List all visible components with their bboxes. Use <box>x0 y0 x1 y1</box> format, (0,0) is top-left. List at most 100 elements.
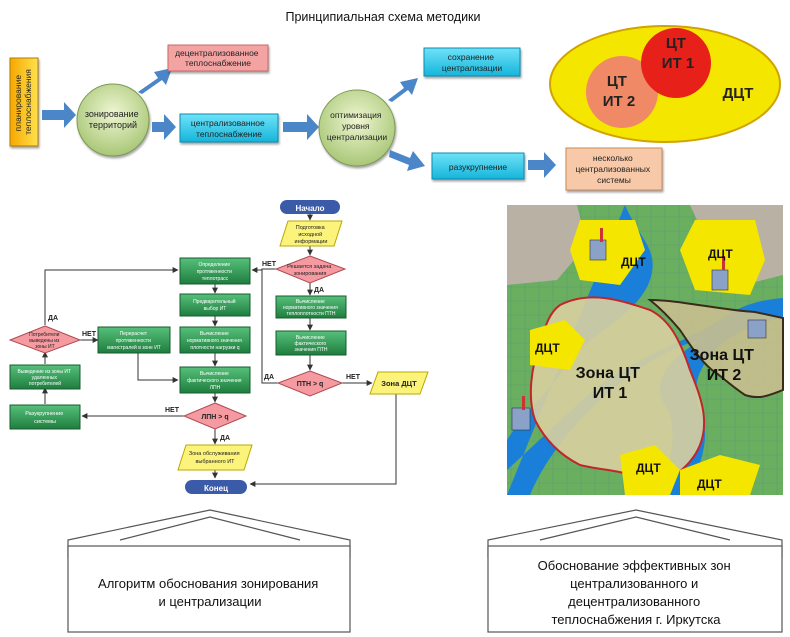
recalc-label-2: протяженности <box>116 338 151 344</box>
zoning-decision-label-2: зонирования <box>294 271 327 277</box>
zone-service-box <box>177 444 253 471</box>
preserve-label-2: централизации <box>442 63 502 73</box>
top-flow: планирование теплоснабжения зонирование … <box>9 44 663 191</box>
svg-text:Определение протяженност: Определение протяженности теплотрасс <box>197 262 234 282</box>
end-label: Конец <box>204 484 228 493</box>
calc-limit-label-3: теплоплотности ПТН <box>287 311 336 317</box>
plant-icon <box>711 256 729 291</box>
map-zone1-line2: ИТ 1 <box>593 385 628 402</box>
arrow-centralized-optimization <box>283 114 319 140</box>
svg-text:Вычисление фактического: Вычисление фактического значения ЛПН <box>187 371 243 391</box>
optimization-label-2: уровня <box>342 121 370 131</box>
arrow-zoning-centralized <box>152 114 176 140</box>
zoning-decision <box>274 255 347 284</box>
split-box: разукрупнение <box>431 152 525 180</box>
pre-select-label-1: Предварительный <box>193 298 236 305</box>
centralized-box: централизованное теплоснабжение <box>179 113 279 143</box>
calc-ptn-label-3: значения ПТН <box>294 347 327 353</box>
recalc-box <box>97 326 171 354</box>
callout-right-line1: Обоснование эффективных зон <box>538 558 731 573</box>
det-length-label-1: Определение <box>198 262 230 268</box>
svg-text:несколько централизова: несколько централизованных системы <box>575 153 652 185</box>
pre-select-box <box>179 293 251 317</box>
svg-text:Решается задача зонирова: Решается задача зонирования <box>287 264 333 277</box>
svg-text:Зона ЦТ ИТ 1: Зона ЦТ ИТ 1 <box>576 365 645 402</box>
svg-text:зонирование территорий: зонирование территорий <box>85 109 141 130</box>
ptn-decision <box>276 370 344 397</box>
arrow-optimization-preserve <box>388 78 418 102</box>
calc-limit-label-1: Вычисление <box>296 299 325 305</box>
zone-dct-label: Зона ДЦТ <box>381 379 417 388</box>
several-label-2: централизованных <box>575 164 650 174</box>
irkutsk-map: ДЦТ ДЦТ ДЦТ ДЦТ ДЦТ Зона ЦТ ИТ 1 Зона ЦТ… <box>507 205 784 495</box>
plant-icon <box>511 396 531 431</box>
planning-label-2: теплоснабжения <box>23 69 33 135</box>
recalc-label-1: Перерасчет <box>120 331 148 337</box>
venn-ct1-line1: ЦТ <box>666 35 686 52</box>
zoning-no-label: НЕТ <box>262 261 277 268</box>
svg-text:оптимизация уровня: оптимизация уровня централизации <box>327 110 387 142</box>
callout-left-line1: Алгоритм обоснования зонирования <box>98 576 318 591</box>
remote-label-2: выведены из <box>29 338 60 344</box>
calc-ptn-label-1: Вычисление <box>296 335 325 341</box>
input-label-3: информации <box>295 239 328 245</box>
venn-ct2-line1: ЦТ <box>607 73 627 90</box>
start-terminator <box>280 200 340 214</box>
svg-text:Разукрупнение системы: Разукрупнение системы <box>25 411 65 425</box>
decentralized-label-2: теплоснабжение <box>185 58 251 68</box>
svg-text:Вычисление фактического: Вычисление фактического значения ПТН <box>294 335 327 353</box>
end-terminator <box>185 480 247 494</box>
svg-text:централизованное тепло: централизованное теплоснабжение <box>191 118 267 139</box>
exclude-label-2: удаленных <box>32 375 58 381</box>
calc-norm-q-box <box>179 326 251 354</box>
svg-text:Потребители выведены из: Потребители выведены из зоны ИТ <box>29 332 61 350</box>
zoning-label-2: территорий <box>89 120 137 130</box>
recalc-label-3: магистралей в зоне ИТ <box>107 344 161 351</box>
calc-lpn-label-2: фактического значения <box>187 378 242 384</box>
arrow-zoning-decentralized <box>138 68 172 94</box>
split-label: разукрупнение <box>449 162 507 172</box>
svg-text:Предварительный выбор ИТ: Предварительный выбор ИТ <box>193 298 237 312</box>
remote-label-3: зоны ИТ <box>35 344 54 350</box>
svg-text:Подготовка исходной: Подготовка исходной информации <box>295 225 328 245</box>
input-label-1: Подготовка <box>296 225 326 231</box>
map-dct-label-2: ДЦТ <box>708 247 733 261</box>
callout-left: Алгоритм обоснования зонирования и центр… <box>67 509 351 633</box>
several-label-1: несколько <box>593 153 633 163</box>
ptn-yes-label: ДА <box>264 374 274 381</box>
decentralized-box: децентрализованное теплоснабжение <box>167 44 269 72</box>
venn-diagram: ЦТ ИТ 1 ЦТ ИТ 2 ДЦТ <box>549 25 781 143</box>
arrow-split-several <box>528 152 556 178</box>
decentralized-label-1: децентрализованное <box>175 48 259 58</box>
optimization-label-1: оптимизация <box>330 110 382 120</box>
svg-text:Зона обслуживания выбран: Зона обслуживания выбранного ИТ <box>189 451 241 465</box>
planning-box: планирование теплоснабжения <box>9 57 39 147</box>
calc-lpn-label-1: Вычисление <box>200 371 229 377</box>
planning-label-1: планирование <box>13 75 23 132</box>
svg-text:ЦТ ИТ 2: ЦТ ИТ 2 <box>603 73 635 110</box>
ptn-no-label: НЕТ <box>346 374 361 381</box>
lpn-decision-label: ЛПН > q <box>201 414 228 421</box>
map-zone2-line1: Зона ЦТ <box>690 347 754 364</box>
preserve-label-1: сохранение <box>448 52 495 62</box>
calc-norm-label-2: нормативного значения <box>187 338 242 344</box>
map-zone1-line1: Зона ЦТ <box>576 365 640 382</box>
remote-decision <box>8 325 82 354</box>
svg-text:Вычисление нормативного: Вычисление нормативного значения теплопл… <box>283 299 339 317</box>
preserve-box: сохранение централизации <box>423 47 521 77</box>
optimization-node: оптимизация уровня централизации <box>318 89 396 167</box>
split-system-label-1: Разукрупнение <box>25 411 63 417</box>
zoning-decision-label-1: Решается задача <box>287 264 332 270</box>
centralized-label-2: теплоснабжение <box>196 129 262 139</box>
callout-right-line2: централизованного и <box>570 576 698 591</box>
zoning-node: зонирование территорий <box>76 83 150 157</box>
svg-text:Перерасчет протяженности: Перерасчет протяженности магистралей в з… <box>107 331 161 351</box>
venn-ct2-line2: ИТ 2 <box>603 93 635 110</box>
venn-dct-label: ДЦТ <box>723 85 754 102</box>
exclude-label-3: потребителей <box>29 380 61 387</box>
lpn-yes-label: ДА <box>220 435 230 442</box>
svg-text:Обоснование эффективных зон: Обоснование эффективных зон централизова… <box>538 558 735 627</box>
svg-text:сохранение централизац: сохранение централизации <box>442 52 502 73</box>
zoning-label-1: зонирование <box>85 109 139 119</box>
map-zone2-line2: ИТ 2 <box>707 367 742 384</box>
